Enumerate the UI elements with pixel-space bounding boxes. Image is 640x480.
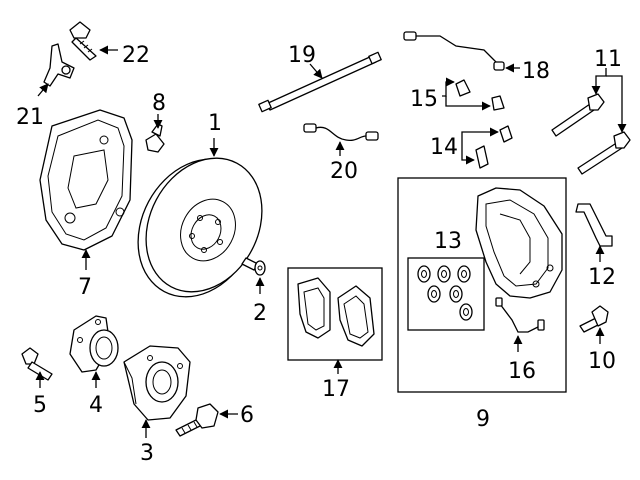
sensor-18 — [403, 31, 505, 71]
sensor-16 — [495, 297, 545, 333]
brake-pads-17 — [297, 277, 375, 347]
label-7: 7 — [78, 275, 92, 300]
clip-12 — [575, 203, 613, 247]
bolt-22 — [69, 21, 97, 61]
screw-8 — [145, 123, 165, 153]
caliper-kit-box-9 — [397, 177, 567, 393]
label-22: 22 — [122, 43, 150, 68]
leader-14a — [461, 127, 499, 146]
wheel-bearing-4 — [69, 315, 119, 373]
seals-13 — [417, 265, 473, 321]
label-3: 3 — [140, 441, 154, 466]
label-1: 1 — [208, 111, 222, 136]
leader-11a — [591, 68, 607, 95]
label-14: 14 — [430, 135, 458, 160]
label-9: 9 — [476, 407, 490, 432]
label-8: 8 — [152, 91, 166, 116]
clips-15 — [455, 79, 505, 111]
dust-shield-7 — [39, 109, 133, 251]
hub-3 — [123, 345, 191, 421]
sensor-20 — [303, 123, 379, 142]
label-4: 4 — [89, 393, 103, 418]
leader-15a — [442, 77, 455, 97]
leader-14b — [461, 146, 475, 165]
brake-rotor-1 — [137, 157, 263, 298]
label-18: 18 — [522, 59, 550, 84]
label-15: 15 — [410, 87, 438, 112]
label-19: 19 — [288, 43, 316, 68]
seal-kit-box-13 — [407, 257, 485, 331]
bolt-6 — [175, 403, 219, 437]
label-6: 6 — [240, 403, 254, 428]
label-20: 20 — [330, 159, 358, 184]
leader-21 — [37, 83, 49, 97]
bolts-11 — [551, 93, 631, 175]
label-5: 5 — [33, 393, 47, 418]
bolt-10 — [579, 305, 609, 333]
leader-11b — [606, 75, 627, 133]
leader-19 — [309, 63, 323, 79]
label-21: 21 — [16, 105, 44, 130]
brake-hose-19 — [258, 51, 382, 113]
label-10: 10 — [588, 349, 616, 374]
pins-14 — [475, 125, 513, 169]
sensor-21 — [43, 43, 75, 87]
label-12: 12 — [588, 265, 616, 290]
caliper-9 — [475, 187, 563, 299]
label-16: 16 — [508, 359, 536, 384]
label-13: 13 — [434, 229, 462, 254]
bolt-2 — [241, 257, 266, 276]
label-17: 17 — [322, 377, 350, 402]
label-2: 2 — [253, 301, 267, 326]
bolt-5 — [21, 347, 53, 381]
leader-15b — [445, 96, 491, 111]
label-11: 11 — [594, 47, 622, 72]
